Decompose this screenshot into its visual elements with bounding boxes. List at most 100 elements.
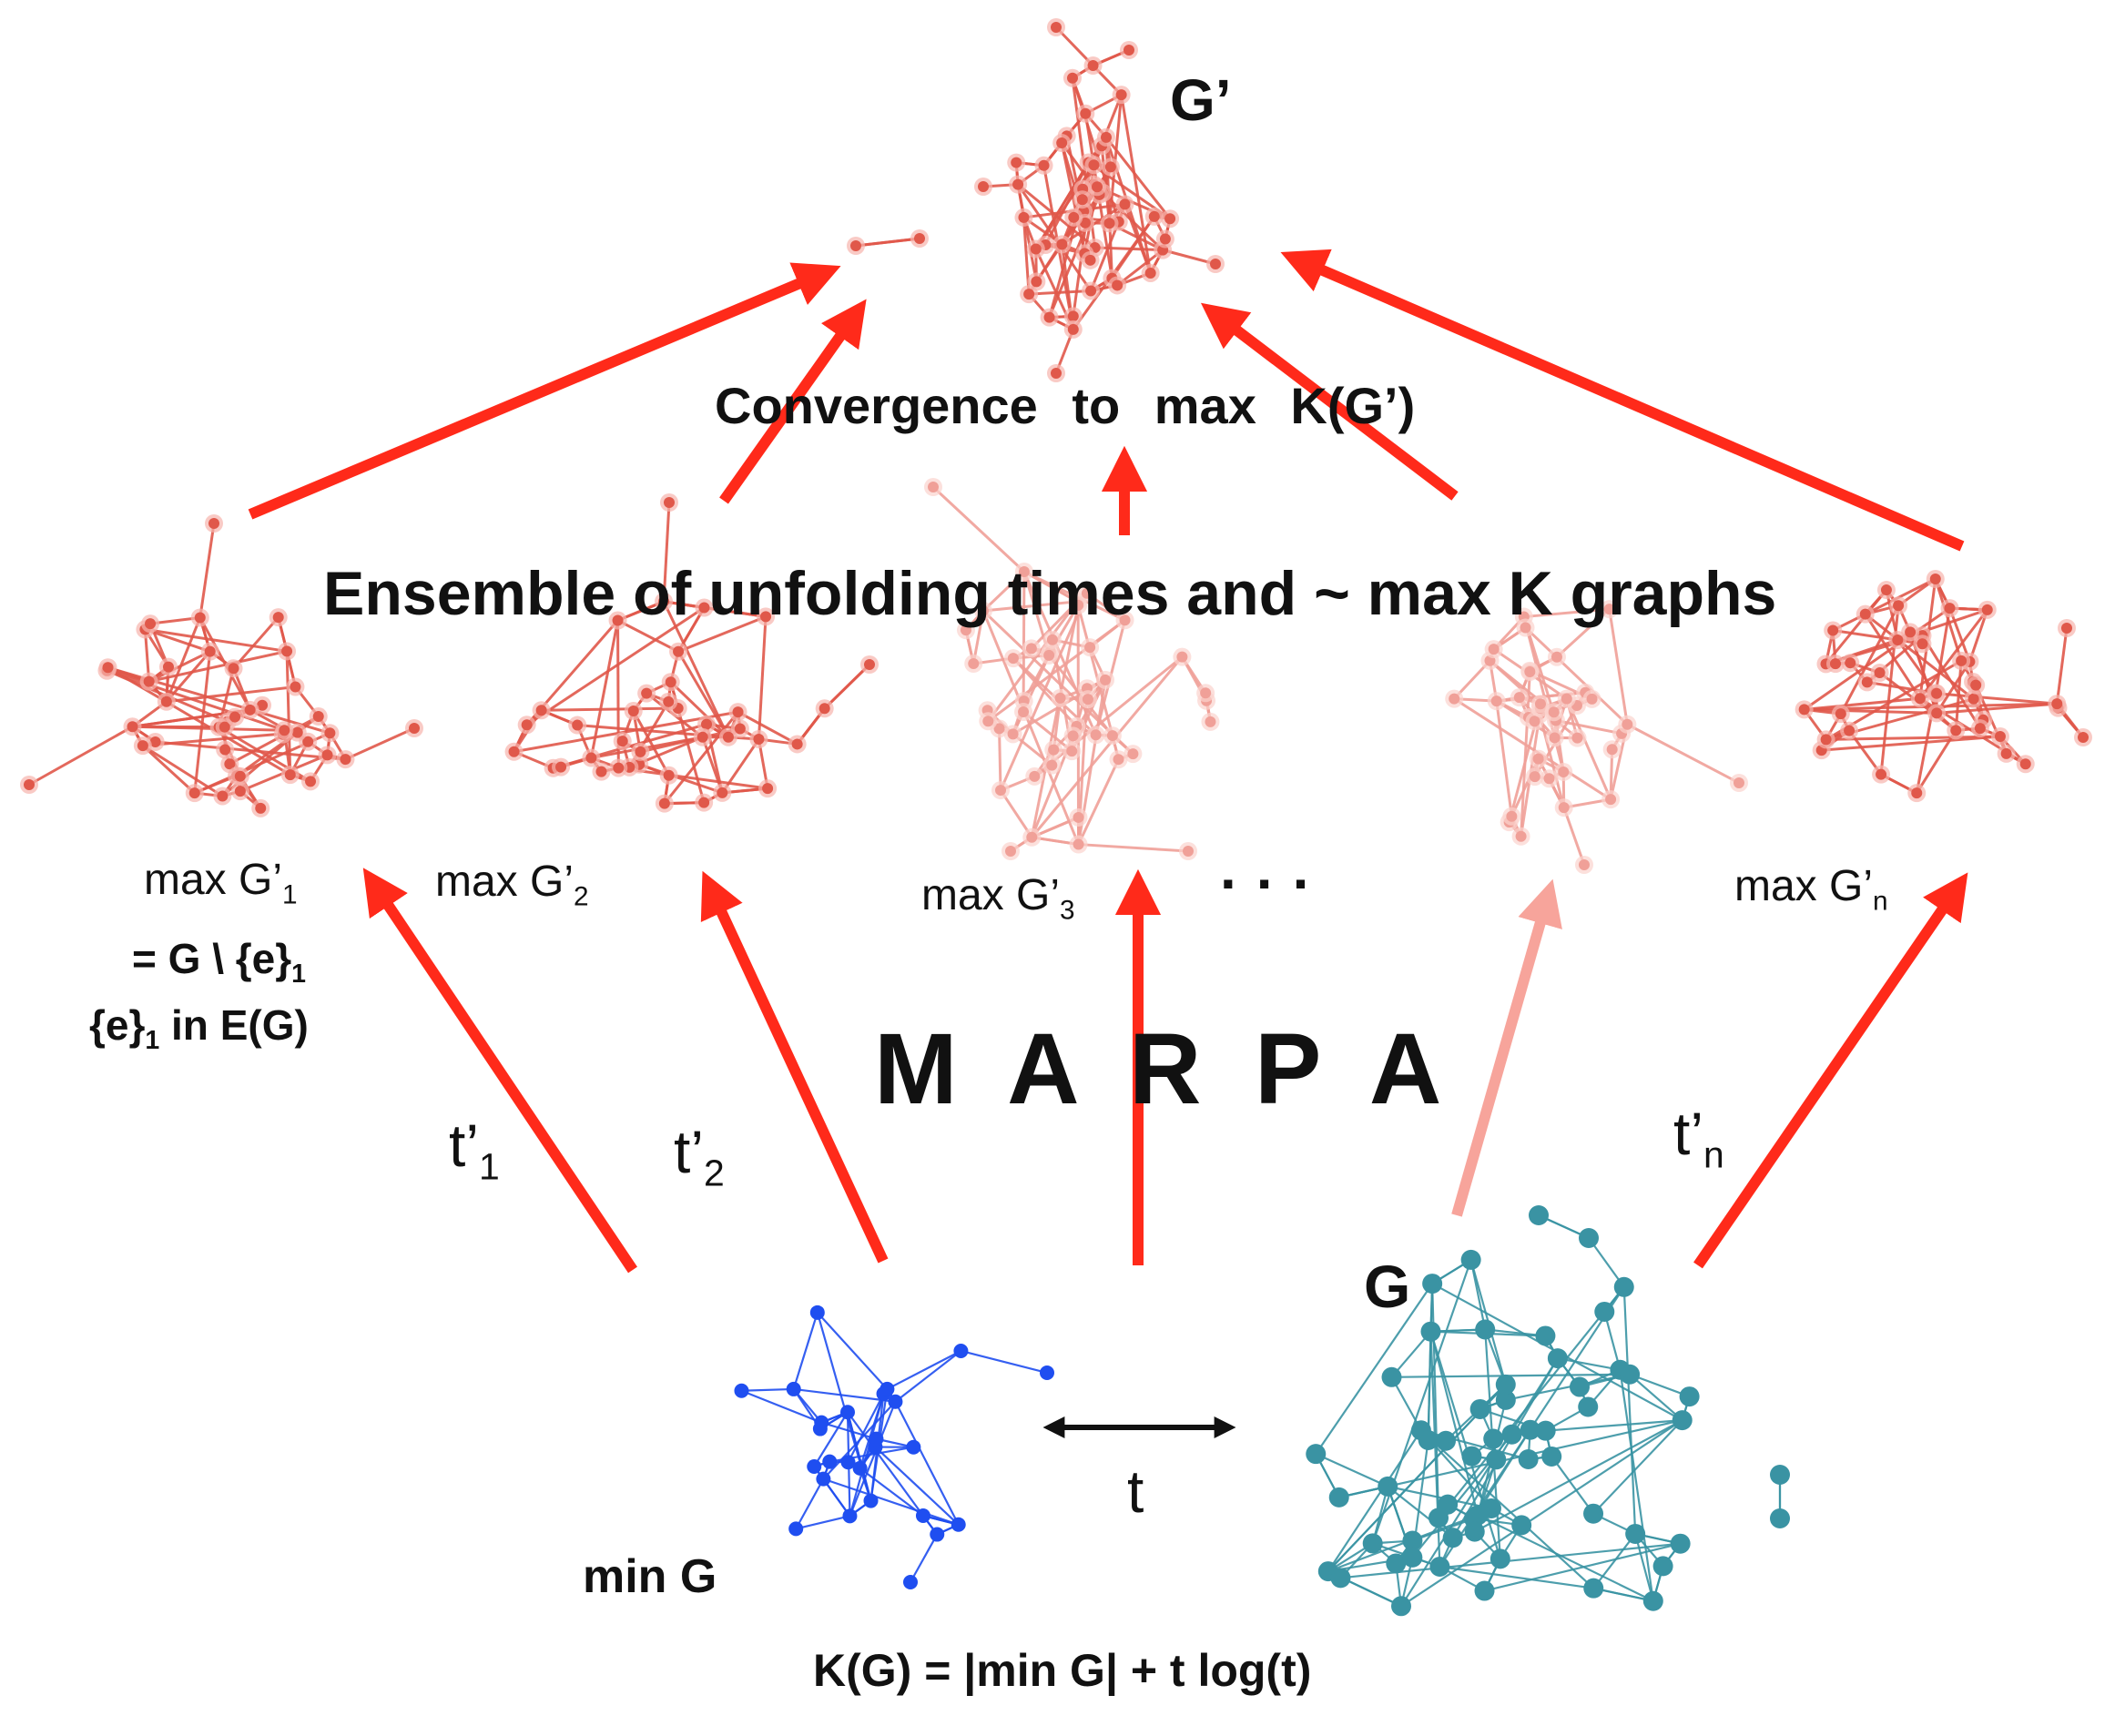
graph-node [1449,694,1459,705]
graph-node [1329,1487,1349,1508]
graph-node [1502,1425,1522,1445]
graph-node [864,1494,879,1508]
graph-node [1930,574,1941,584]
graph-node [1200,687,1211,698]
arrow-g-to-gn [1698,888,1957,1265]
graph-node [1306,1444,1326,1464]
graph-node [1536,1421,1556,1441]
graph-node [1931,688,1942,699]
graph-node [1931,707,1942,718]
graph-node [229,663,239,674]
graph-node [735,723,746,734]
graph-node [1535,1325,1555,1345]
graph-node [840,1405,855,1419]
graph-node [1018,212,1029,223]
graph-edge [1564,807,1584,865]
graph-node [1533,754,1544,765]
graph-node [1511,1515,1531,1535]
graph-node [697,732,708,743]
graph-node [1821,734,1832,745]
graph-node [864,659,875,670]
graph-node [103,662,114,673]
graph-node [1420,1322,1440,1342]
graph-node [906,1440,920,1455]
graph-edge [794,1313,818,1389]
edge-set-label: {e}1 in E(G) [89,1004,309,1046]
graph-node [1607,744,1618,755]
graph-node [762,783,773,794]
graph-edge [1316,1454,1388,1487]
graph-node [1048,745,1059,756]
graph-node [305,776,316,787]
graph-node [1402,1548,1422,1568]
graph-node [1544,773,1555,784]
graph-node [816,1472,830,1487]
graph-node [1514,692,1525,703]
graph-node [1844,726,1855,736]
graph-node [1549,706,1560,717]
graph-node [1116,89,1127,100]
graph-node [1363,1533,1383,1553]
graph-node [1892,635,1903,645]
graph-node [1893,600,1904,611]
graph-node [1876,769,1886,780]
graph-node [1571,733,1582,744]
graph-node [144,676,155,687]
graph-node [733,706,744,717]
graph-node [1881,584,1892,595]
graph-node [1524,666,1535,677]
graph-node [127,721,138,732]
graph-edge [1593,1534,1635,1589]
graph-node [1418,1430,1439,1450]
graph-node [1530,771,1540,782]
graph-node [509,746,520,757]
graph-node [1080,108,1091,119]
max-g3-label: max G’3 [921,874,1075,918]
g-minus-edges-label: = G \ {e}1 [132,938,306,980]
convergence-label: Convergence to max K(G’) [715,381,1415,431]
graph-node [1436,1431,1456,1451]
graph-node [1068,212,1079,223]
graph-node [1583,1504,1603,1524]
graph-node [1040,1365,1054,1380]
graph-node [281,645,292,656]
graph-node [1044,312,1055,323]
graph-node [1056,137,1067,148]
graph-node [595,766,606,777]
graph-node [698,797,709,808]
graph-node [1465,1522,1485,1542]
graph-edge [149,652,210,682]
graph-node [841,1455,856,1469]
graph-node [1799,704,1810,715]
arrow-layer [250,259,1962,1427]
graph-node [1917,638,1927,649]
graph-node [1945,603,1956,614]
graph-node [1614,1277,1634,1297]
graph-node [1438,1495,1458,1515]
graph-node [1008,653,1019,664]
graph-node [807,1459,821,1474]
graph-node [792,738,803,749]
graph-node [1113,754,1124,765]
graph-node [1107,730,1118,741]
graph-node [1915,693,1926,704]
graph-max-g2 [505,493,879,813]
graph-edge [143,746,195,793]
graph-edge [961,1351,1047,1373]
graph-node [1092,181,1103,192]
graph-node [1570,1377,1590,1397]
graph-node [1470,1399,1490,1419]
graph-node [1551,652,1562,663]
graph-node [1056,239,1067,249]
graph-edge [1551,1457,1593,1514]
graph-node [1830,658,1841,669]
graph-edge [143,746,223,796]
graph-node [340,754,351,765]
graph-node [1088,159,1099,170]
graph-node [1905,626,1916,637]
graph-node [1561,694,1572,705]
graph-edge [887,1351,961,1389]
graph-node [189,787,200,798]
graph-node [1330,1568,1350,1588]
graph-node [1770,1465,1790,1485]
